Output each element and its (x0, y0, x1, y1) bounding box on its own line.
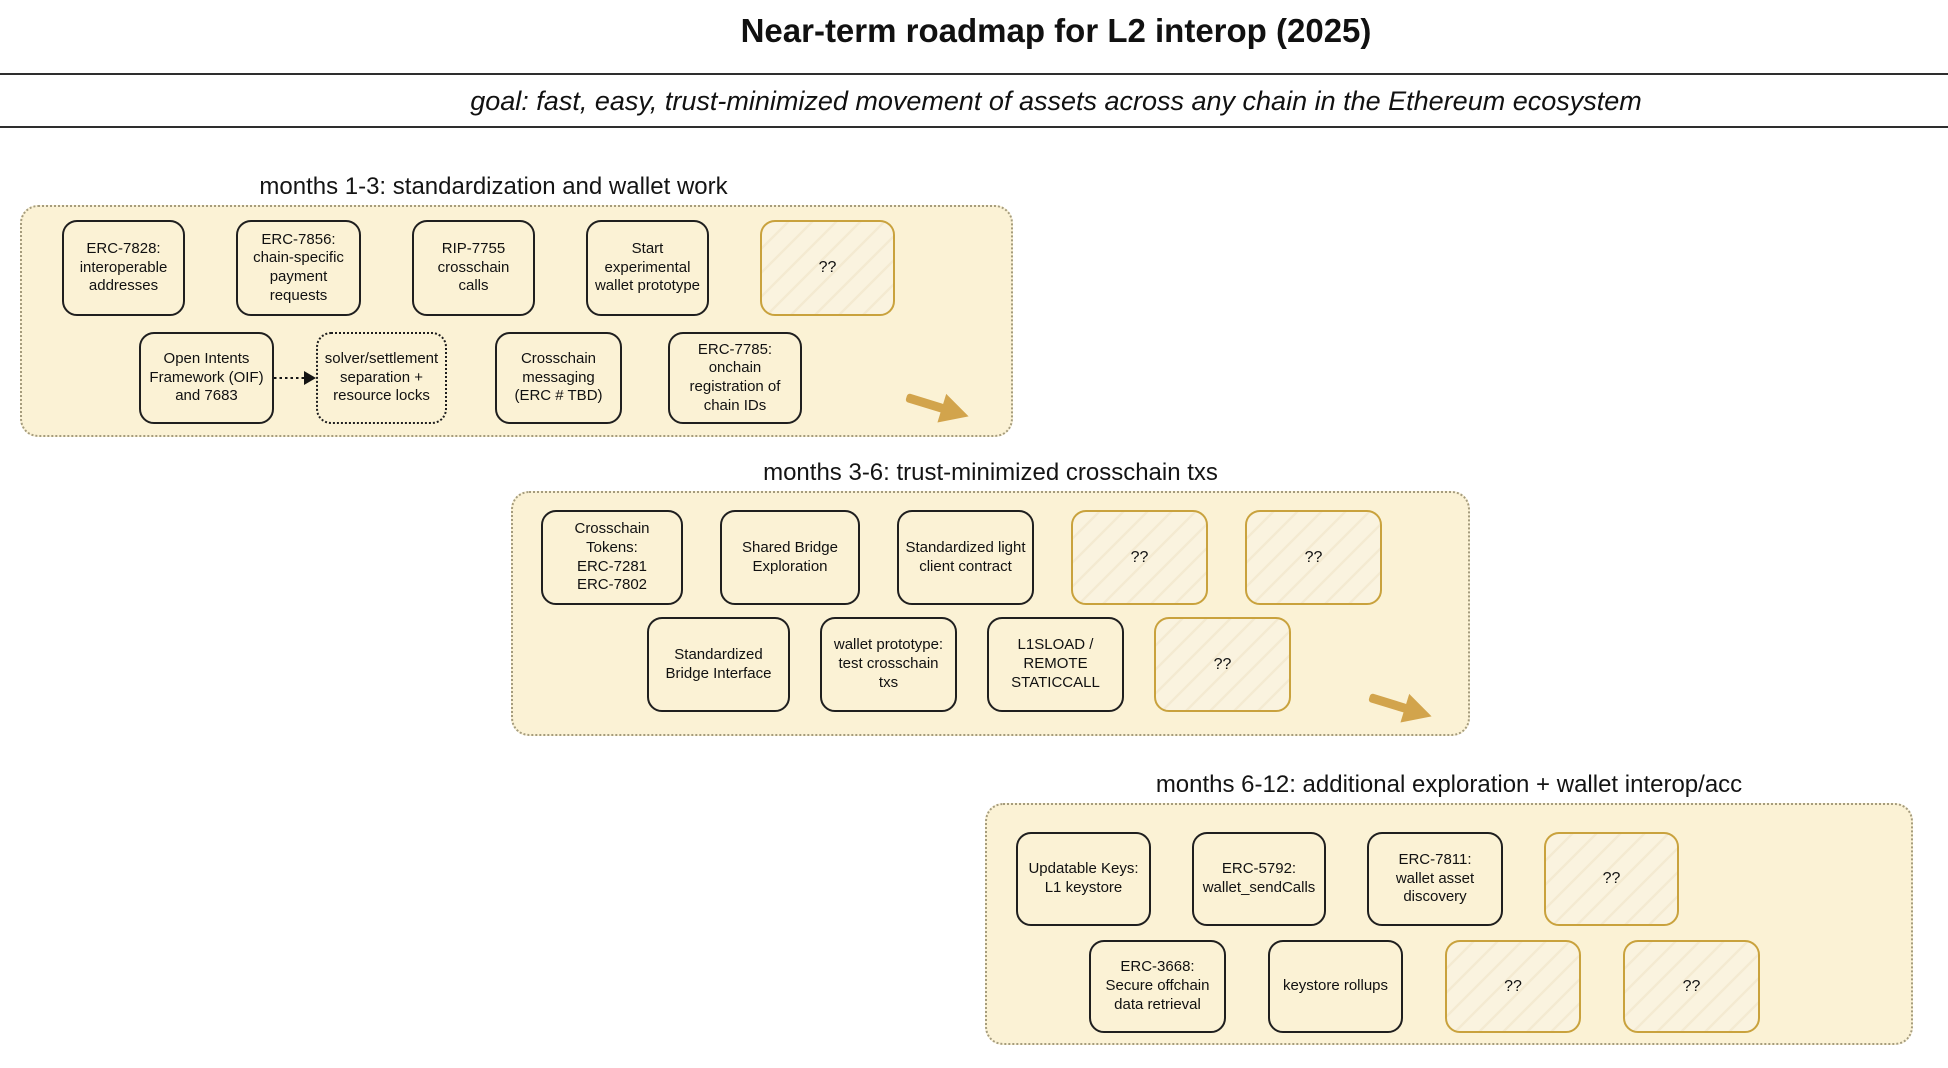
section-label: months 6-12: additional exploration + wa… (1155, 771, 1743, 798)
roadmap-box: Start experimental wallet prototype (586, 220, 709, 316)
section-label: months 1-3: standardization and wallet w… (259, 173, 728, 200)
unknown-box: ?? (1154, 617, 1291, 712)
roadmap-box: Standardized light client contract (897, 510, 1034, 605)
next-phase-arrow-icon (1363, 683, 1439, 736)
roadmap-box: ERC-7856: chain-specific payment request… (236, 220, 361, 316)
divider-line-top (0, 73, 1948, 75)
roadmap-box: Crosschain Tokens: ERC-7281 ERC-7802 (541, 510, 683, 605)
section-months-6-12: months 6-12: additional exploration + wa… (985, 770, 1913, 1045)
unknown-box: ?? (1445, 940, 1581, 1033)
roadmap-box: ERC-7811: wallet asset discovery (1367, 832, 1503, 926)
roadmap-box: keystore rollups (1268, 940, 1403, 1033)
phase-panel: ERC-7828: interoperable addresses ERC-78… (20, 205, 1013, 437)
unknown-box: ?? (1071, 510, 1208, 605)
unknown-box: ?? (1544, 832, 1679, 926)
box-row: Standardized Bridge Interface wallet pro… (647, 617, 1291, 712)
roadmap-box: ERC-7785: onchain registration of chain … (668, 332, 802, 424)
roadmap-box: solver/settlement separation + resource … (316, 332, 447, 424)
dotted-arrow-connector (274, 332, 316, 424)
next-phase-arrow-icon (900, 383, 976, 436)
roadmap-box: Standardized Bridge Interface (647, 617, 790, 712)
box-row: Updatable Keys: L1 keystore ERC-5792: wa… (1016, 832, 1679, 926)
unknown-box: ?? (760, 220, 895, 316)
roadmap-box: Crosschain messaging (ERC # TBD) (495, 332, 622, 424)
box-row: Open Intents Framework (OIF) and 7683 so… (139, 332, 802, 424)
phase-panel: Updatable Keys: L1 keystore ERC-5792: wa… (985, 803, 1913, 1045)
section-months-3-6: months 3-6: trust-minimized crosschain t… (511, 458, 1470, 736)
roadmap-box: ERC-5792: wallet_sendCalls (1192, 832, 1326, 926)
unknown-box: ?? (1245, 510, 1382, 605)
divider-line-bottom (0, 126, 1948, 128)
section-months-1-3: months 1-3: standardization and wallet w… (20, 172, 1013, 437)
page-title: Near-term roadmap for L2 interop (2025) (740, 12, 1372, 49)
box-row: ERC-7828: interoperable addresses ERC-78… (62, 220, 895, 316)
roadmap-box: L1SLOAD / REMOTE STATICCALL (987, 617, 1124, 712)
roadmap-box: wallet prototype: test crosschain txs (820, 617, 957, 712)
roadmap-box: ERC-7828: interoperable addresses (62, 220, 185, 316)
roadmap-box: Shared Bridge Exploration (720, 510, 860, 605)
roadmap-box: ERC-3668: Secure offchain data retrieval (1089, 940, 1226, 1033)
roadmap-box: RIP-7755 crosschain calls (412, 220, 535, 316)
unknown-box: ?? (1623, 940, 1760, 1033)
phase-panel: Crosschain Tokens: ERC-7281 ERC-7802 Sha… (511, 491, 1470, 736)
box-row: Crosschain Tokens: ERC-7281 ERC-7802 Sha… (541, 510, 1382, 605)
roadmap-box: Updatable Keys: L1 keystore (1016, 832, 1151, 926)
section-label: months 3-6: trust-minimized crosschain t… (763, 459, 1218, 486)
roadmap-box: Open Intents Framework (OIF) and 7683 (139, 332, 274, 424)
box-row: ERC-3668: Secure offchain data retrieval… (1089, 940, 1760, 1033)
goal-banner: goal: fast, easy, trust-minimized moveme… (470, 86, 1642, 116)
